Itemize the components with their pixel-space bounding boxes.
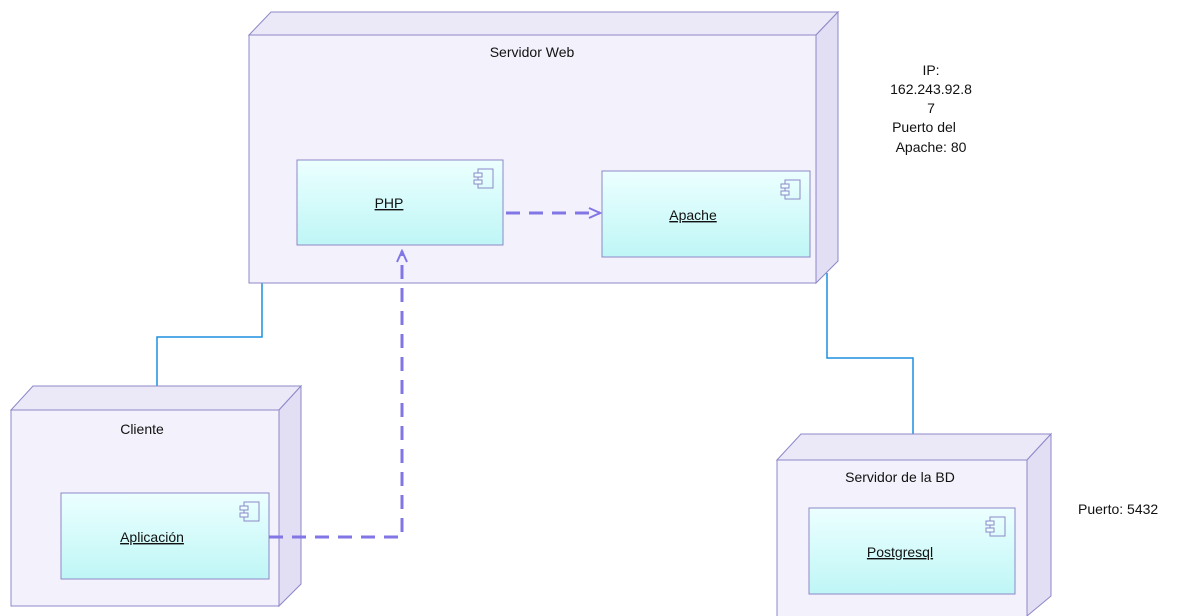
- node-label-cliente: Cliente: [120, 421, 164, 437]
- note-line: 162.243.92.8: [890, 81, 972, 97]
- note-line: Puerto: 5432: [1078, 501, 1158, 517]
- component-postgresql[interactable]: Postgresql: [808, 507, 1016, 595]
- component-box: [808, 507, 1016, 595]
- uml-component-icon: [473, 168, 494, 189]
- note-line: IP:: [922, 62, 939, 78]
- note-line: 7: [927, 100, 935, 116]
- note-db-server-port: Puerto: 5432: [1078, 501, 1158, 517]
- node-top-face: [775, 433, 1053, 461]
- dependency-aplicacion-to-php: [269, 251, 402, 539]
- component-label-aplicacion: Aplicación: [120, 529, 184, 545]
- association-servidor-web-servidor-bd: [826, 273, 914, 434]
- node-side-face: [278, 384, 302, 608]
- component-apache[interactable]: Apache: [601, 170, 811, 258]
- uml-component-icon: [985, 516, 1006, 537]
- node-top-face: [9, 385, 303, 411]
- association-lines: [156, 273, 914, 434]
- node-top-face: [247, 11, 840, 36]
- uml-component-icon: [780, 179, 801, 200]
- node-side-face: [1026, 432, 1052, 616]
- component-box: [601, 170, 811, 258]
- uml-component-icon: [239, 501, 260, 522]
- component-box: [60, 492, 270, 580]
- node-label-servidor-bd: Servidor de la BD: [845, 469, 955, 485]
- note-web-server-ip: IP: 162.243.92.8 7 Puerto del Apache: 80: [890, 62, 972, 155]
- node-side-face: [815, 10, 839, 285]
- component-php[interactable]: PHP: [296, 159, 504, 246]
- note-line: Apache: 80: [896, 139, 967, 155]
- component-label-postgresql: Postgresql: [867, 544, 933, 560]
- association-cliente-servidor-web: [156, 283, 263, 386]
- component-aplicacion[interactable]: Aplicación: [60, 492, 270, 580]
- dependency-lines: [269, 213, 600, 539]
- component-label-php: PHP: [375, 195, 404, 211]
- note-line: Puerto del: [892, 119, 956, 135]
- component-box: [296, 159, 504, 246]
- node-label-servidor-web: Servidor Web: [490, 44, 575, 60]
- component-label-apache: Apache: [669, 207, 717, 223]
